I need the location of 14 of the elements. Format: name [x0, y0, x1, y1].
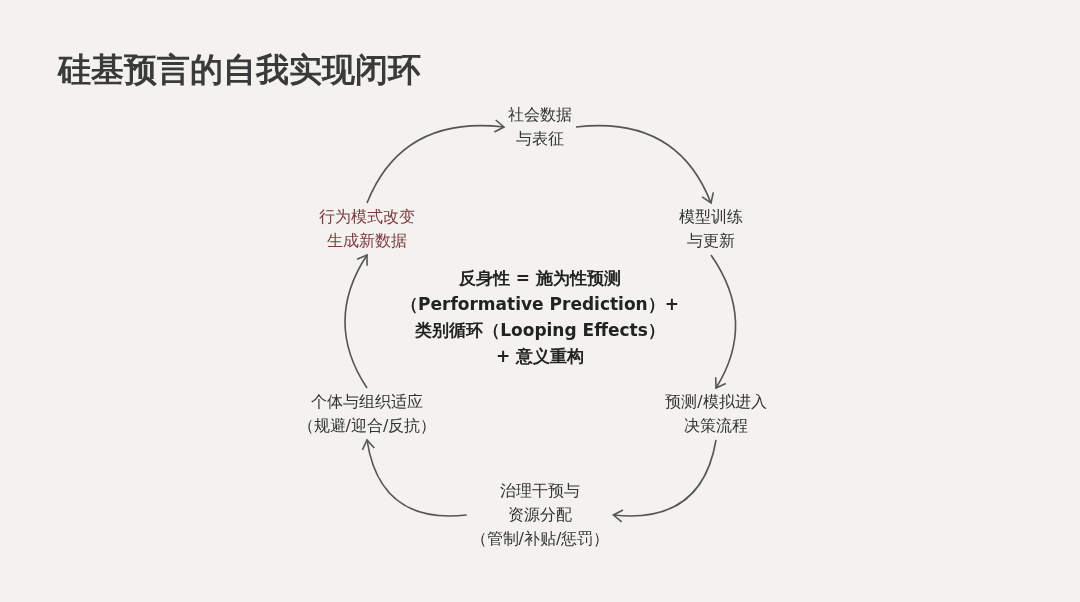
- formula-text: 反身性 = 施为性预测（Performative Prediction）+类别循环（Looping Effects）+ 意义重构: [401, 267, 679, 368]
- title: 硅基预言的自我实现闭环: [58, 49, 421, 91]
- step-label: 治理干预与资源分配（管制/补贴/惩罚）: [466, 477, 614, 553]
- arrow: [710, 254, 737, 389]
- step-label: 社会数据与表征: [504, 101, 576, 153]
- arrow: [362, 439, 468, 517]
- step-label: 个体与组织适应（规避/迎合/反抗）: [293, 388, 441, 440]
- step-label: 模型训练与更新: [675, 203, 747, 255]
- arrow: [575, 124, 714, 204]
- step-label: 预测/模拟进入决策流程: [661, 388, 771, 440]
- arrow: [366, 119, 505, 204]
- arrow: [344, 254, 369, 389]
- step-label: 行为模式改变生成新数据: [315, 203, 419, 255]
- arrow: [612, 439, 717, 523]
